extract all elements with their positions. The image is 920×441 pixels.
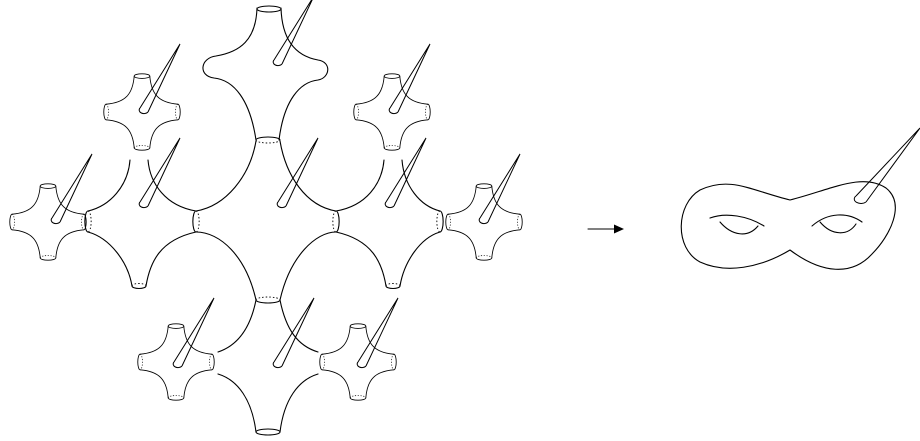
cusp-spike [138,43,181,115]
surface-piece [353,73,431,151]
cusp-spike [138,137,181,209]
surface-piece [335,137,444,290]
cusp-spike [384,137,427,209]
cover-surface-diagram [9,0,523,436]
surface-piece [84,137,197,290]
cusp-spike [172,297,215,369]
cusp-spike [272,297,315,369]
surface-piece [192,137,340,304]
genus-two-surface [680,127,920,270]
surface-piece [217,297,319,436]
cusp-spike [853,127,920,204]
surface-piece [202,0,329,144]
surface-piece [103,73,181,151]
cusp-spike [272,0,315,67]
cusp-spike [388,43,431,115]
surface-piece [137,323,215,401]
handle-hole-left [709,214,765,227]
surface-piece [445,183,523,261]
cusp-spike [276,137,319,209]
surface-piece [9,183,87,261]
right-arrow-icon [587,224,624,234]
handle-hole-right [811,214,863,227]
